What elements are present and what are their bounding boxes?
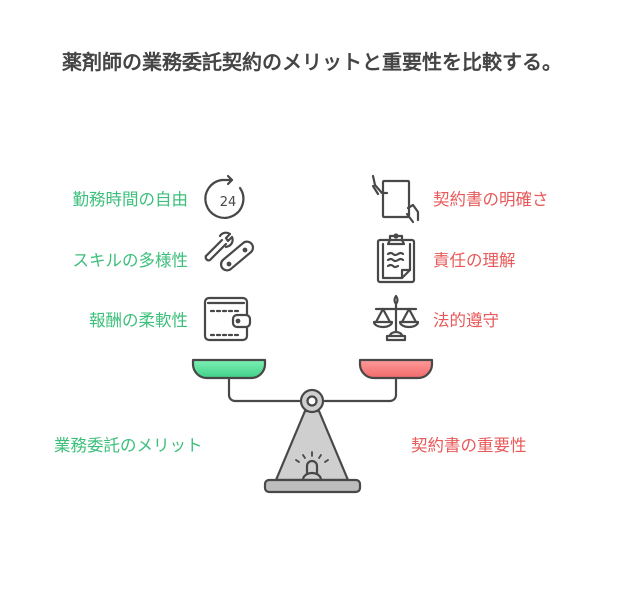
clock-24-icon: 24 [204, 174, 245, 219]
document-handover-icon [371, 174, 420, 224]
scales-icon [372, 294, 420, 342]
wallet-icon [203, 296, 252, 342]
scale-stand [274, 409, 350, 482]
scale-beam [227, 376, 398, 403]
right-heading: 契約書の重要性 [411, 436, 527, 455]
clock-24-text: 24 [220, 195, 237, 210]
clipboard-icon [376, 233, 416, 284]
wrench-icon [204, 231, 255, 272]
left-item-label: 勤務時間の自由 [72, 190, 189, 209]
balance-scale [191, 358, 434, 494]
left-item-label: 報酬の柔軟性 [89, 311, 188, 330]
scale-base [263, 478, 362, 494]
right-item-label: 法的遵守 [433, 311, 499, 330]
diagram-title: 薬剤師の業務委託契約のメリットと重要性を比較する。 [62, 50, 562, 74]
left-heading: 業務委託のメリット [54, 436, 203, 455]
left-item-label: スキルの多様性 [72, 251, 189, 270]
right-pan [358, 358, 434, 380]
right-item-label: 責任の理解 [433, 251, 516, 270]
left-pan [191, 358, 267, 380]
right-item-label: 契約書の明確さ [433, 190, 549, 209]
